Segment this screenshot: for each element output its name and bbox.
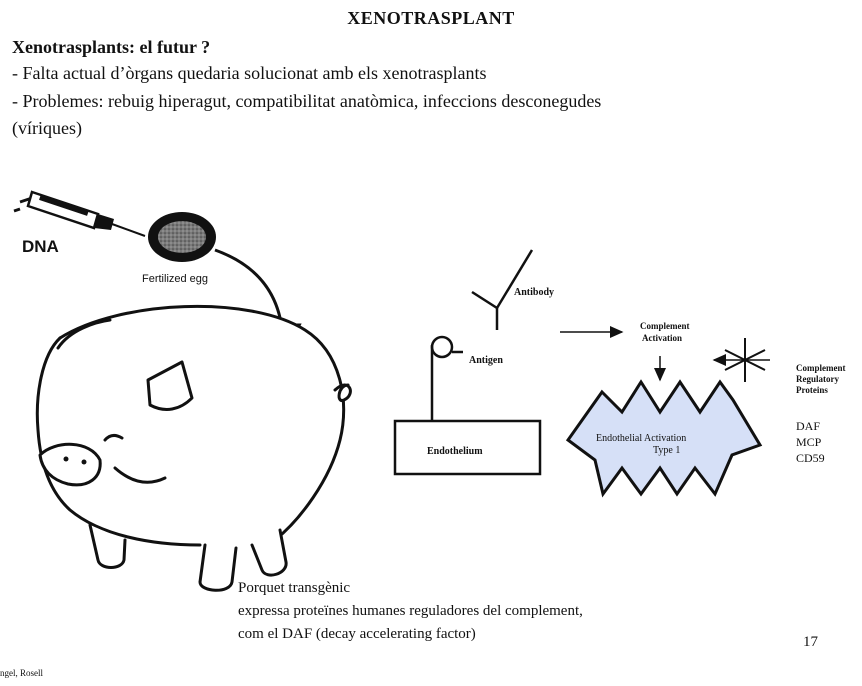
fertilized-egg [148,212,216,262]
activation-label-2: Type 1 [653,445,680,456]
regulatory-label-3: Proteins [796,385,828,395]
activation-label-1: Endothelial Activation [596,433,686,444]
antibody-arm-left [472,292,497,308]
caption-line-2: expressa proteïnes humanes reguladores d… [238,603,583,620]
transgenic-pig [37,306,350,590]
antibody-antigen-schematic [395,250,540,474]
syringe-icon [14,192,145,236]
regulatory-label-2: Regulatory [796,374,839,384]
credit-text: ngel, Rosell [0,668,43,678]
egg-label: Fertilized egg [142,273,208,285]
caption-line-1: Porquet transgènic [238,580,350,597]
regulator-daf: DAF [796,419,820,433]
antigen-label: Antigen [469,355,503,366]
complement-activation-label-2: Activation [642,333,682,343]
regulatory-label-1: Complement [796,363,846,373]
caption-line-3: com el DAF (decay accelerating factor) [238,626,476,643]
endothelium-label: Endothelium [427,446,483,457]
dna-label: DNA [22,237,59,256]
antibody-label: Antibody [514,287,554,298]
page-number: 17 [803,634,818,651]
regulator-mcp: MCP [796,435,822,449]
antibody-arm-right [497,250,532,308]
complement-activation-label-1: Complement [640,321,690,331]
regulator-cd59: CD59 [796,451,825,465]
